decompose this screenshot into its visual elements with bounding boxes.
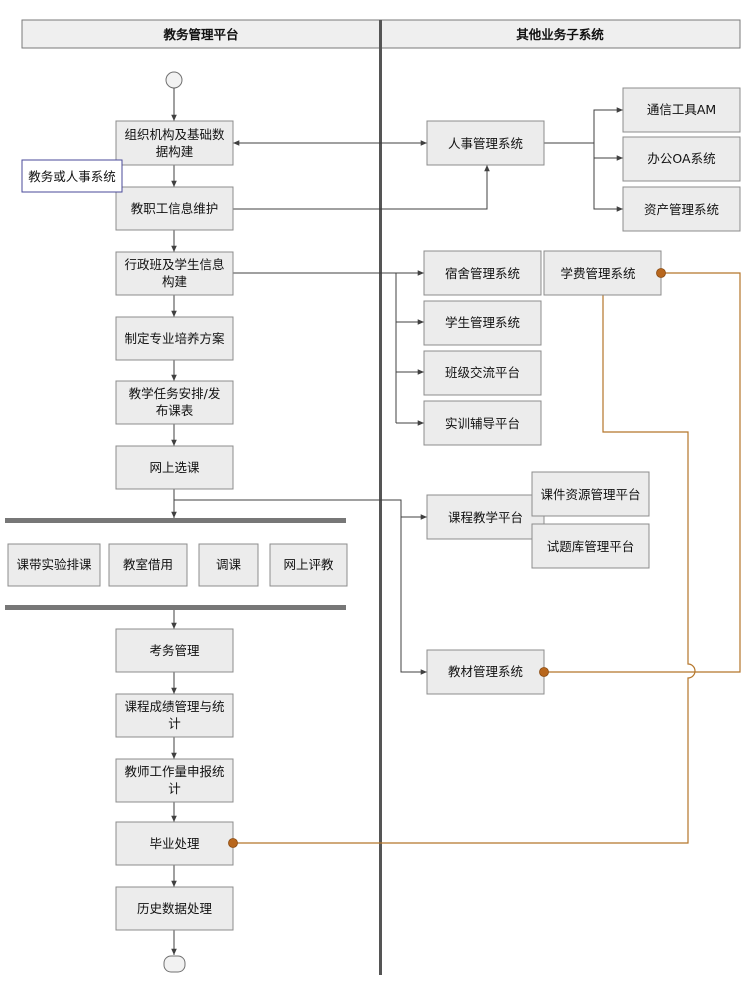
subsystem-courseware[interactable]: 课件资源管理平台	[531, 471, 650, 517]
subsystem-label: 宿舍管理系统	[445, 266, 520, 281]
side-note-box: 教务或人事系统	[21, 159, 123, 193]
fork-bar	[5, 518, 346, 523]
flow-step-workload[interactable]: 教师工作量申报统 计	[115, 758, 234, 803]
subsystem-label: 实训辅导平台	[445, 416, 520, 431]
subsystem-hr[interactable]: 人事管理系统	[426, 120, 545, 166]
lane-header-left: 教务管理平台	[21, 19, 381, 49]
subsystem-label: 办公OA系统	[647, 151, 715, 166]
join-bar	[5, 605, 346, 610]
subsystem-label: 班级交流平台	[445, 365, 520, 380]
parallel-task-lab-scheduling[interactable]: 课带实验排课	[7, 543, 101, 587]
lane-header-right-label: 其他业务子系统	[516, 27, 604, 42]
subsystem-class-comm[interactable]: 班级交流平台	[423, 350, 542, 396]
flow-step-label: 教职工信息维护	[131, 201, 219, 216]
subsystem-question-bank[interactable]: 试题库管理平台	[531, 523, 650, 569]
end-node	[163, 955, 186, 973]
flow-step-label: 毕业处理	[149, 836, 200, 851]
connector-dot-grad	[228, 838, 238, 848]
side-note-label: 教务或人事系统	[28, 169, 116, 184]
orange-connectors	[233, 272, 741, 844]
flow-step-grad[interactable]: 毕业处理	[115, 821, 234, 866]
parallel-task-label: 教室借用	[123, 557, 173, 572]
lane-divider	[379, 20, 382, 975]
flow-step-score[interactable]: 课程成绩管理与统 计	[115, 693, 234, 738]
subsystem-asset[interactable]: 资产管理系统	[622, 186, 741, 232]
flow-step-label: 网上选课	[149, 460, 200, 475]
subsystem-fee[interactable]: 学费管理系统	[543, 250, 662, 296]
subsystem-teaching[interactable]: 课程教学平台	[426, 494, 545, 540]
flow-step-label: 组织机构及基础数	[124, 127, 225, 142]
subsystem-label: 学费管理系统	[560, 266, 635, 281]
flow-step-class[interactable]: 行政班及学生信息 构建	[115, 251, 234, 296]
flow-step-history[interactable]: 历史数据处理	[115, 886, 234, 931]
subsystem-comm-tool[interactable]: 通信工具AM	[622, 87, 741, 133]
flow-step-label: 教学任务安排/发	[129, 386, 221, 401]
subsystem-student[interactable]: 学生管理系统	[423, 300, 542, 346]
subsystem-dorm[interactable]: 宿舍管理系统	[423, 250, 542, 296]
subsystem-label: 教材管理系统	[448, 664, 523, 679]
lane-header-left-label: 教务管理平台	[162, 27, 238, 42]
start-node	[165, 71, 183, 89]
flow-step-label: 布课表	[156, 403, 194, 418]
flow-step-staff[interactable]: 教职工信息维护	[115, 186, 234, 231]
flow-step-label: 考务管理	[149, 643, 200, 658]
flow-step-org[interactable]: 组织机构及基础数 据构建	[115, 120, 234, 166]
parallel-task-label: 课带实验排课	[16, 557, 92, 572]
flow-step-label: 计	[168, 781, 181, 796]
subsystem-label: 学生管理系统	[445, 315, 520, 330]
subsystem-label: 试题库管理平台	[547, 539, 635, 554]
parallel-task-label: 网上评教	[283, 557, 334, 572]
subsystem-textbook[interactable]: 教材管理系统	[426, 649, 545, 695]
parallel-task-reschedule[interactable]: 调课	[198, 543, 259, 587]
flow-step-label: 行政班及学生信息	[124, 257, 224, 272]
flow-step-elect[interactable]: 网上选课	[115, 445, 234, 490]
flow-step-label: 构建	[162, 274, 188, 289]
flow-step-label: 历史数据处理	[137, 901, 213, 916]
flow-step-plan[interactable]: 制定专业培养方案	[115, 316, 234, 361]
subsystem-label: 课件资源管理平台	[540, 487, 640, 502]
subsystem-label: 课程教学平台	[448, 510, 523, 525]
subsystem-training[interactable]: 实训辅导平台	[423, 400, 542, 446]
flow-step-label: 教师工作量申报统	[124, 764, 224, 779]
flow-step-label: 制定专业培养方案	[124, 331, 225, 346]
connector-dot-textbook	[539, 667, 549, 677]
parallel-task-classroom-booking[interactable]: 教室借用	[108, 543, 188, 587]
subsystem-oa[interactable]: 办公OA系统	[622, 136, 741, 182]
flow-step-label: 计	[168, 716, 181, 731]
parallel-task-label: 调课	[216, 557, 242, 572]
connector-dot-fee	[656, 268, 666, 278]
flow-step-label: 课程成绩管理与统	[124, 699, 224, 714]
flow-step-label: 据构建	[156, 144, 194, 159]
subsystem-label: 通信工具AM	[647, 102, 716, 117]
subsystem-label: 资产管理系统	[644, 202, 719, 217]
flow-step-task[interactable]: 教学任务安排/发 布课表	[115, 380, 234, 425]
parallel-task-online-evaluation[interactable]: 网上评教	[269, 543, 348, 587]
subsystem-label: 人事管理系统	[448, 136, 523, 151]
flow-step-exam[interactable]: 考务管理	[115, 628, 234, 673]
lane-header-right: 其他业务子系统	[379, 19, 741, 49]
flow-connectors	[171, 88, 623, 955]
